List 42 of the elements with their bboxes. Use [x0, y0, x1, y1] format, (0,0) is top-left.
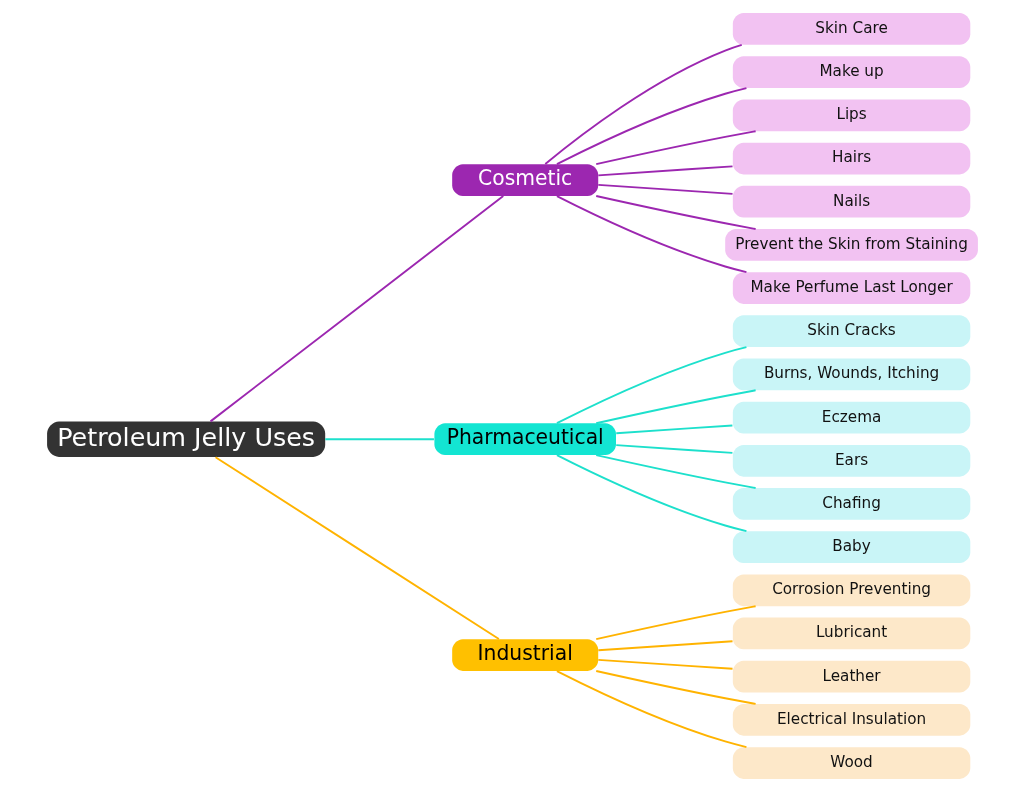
node-box: Chafing	[732, 488, 970, 520]
node-box: Petroleum Jelly Uses	[46, 421, 325, 457]
node-box: Prevent the Skin from Staining	[724, 229, 978, 261]
node-box: Nails	[732, 185, 970, 218]
connector	[209, 195, 504, 423]
connector	[614, 424, 733, 435]
connector	[614, 444, 733, 454]
connector	[543, 43, 743, 165]
connector	[594, 454, 757, 489]
connector	[555, 346, 747, 425]
node-box: Make Perfume Last Longer	[732, 272, 970, 304]
node-box: Lubricant	[732, 617, 970, 650]
connector	[555, 195, 747, 274]
node-box: Ears	[732, 444, 970, 477]
connector	[214, 456, 500, 640]
node-box: Pharmaceutical	[433, 423, 616, 456]
connector	[555, 87, 747, 166]
node-box: Corrosion Preventing	[732, 574, 970, 607]
node-box: Skin Care	[732, 13, 970, 45]
node-box: Burns, Wounds, Itching	[732, 358, 970, 391]
connector	[594, 130, 757, 166]
connector	[596, 165, 733, 177]
node-box: Eczema	[732, 401, 970, 434]
connector	[596, 640, 733, 652]
node-box: Skin Cracks	[732, 315, 970, 348]
node-box: Hairs	[732, 142, 970, 175]
connector	[555, 670, 747, 749]
connector	[596, 658, 733, 670]
node-box: Wood	[732, 747, 970, 779]
node-box: Make up	[732, 56, 970, 89]
node-box: Industrial	[451, 639, 598, 671]
node-box: Baby	[732, 531, 970, 563]
connector	[594, 670, 757, 705]
connector	[555, 454, 747, 533]
connector	[594, 389, 757, 425]
node-box: Electrical Insulation	[732, 703, 970, 736]
node-box: Leather	[732, 660, 970, 693]
node-box: Cosmetic	[451, 164, 598, 196]
connector	[596, 183, 733, 195]
connector	[594, 605, 757, 641]
connector	[323, 438, 435, 441]
node-box: Lips	[732, 99, 970, 132]
